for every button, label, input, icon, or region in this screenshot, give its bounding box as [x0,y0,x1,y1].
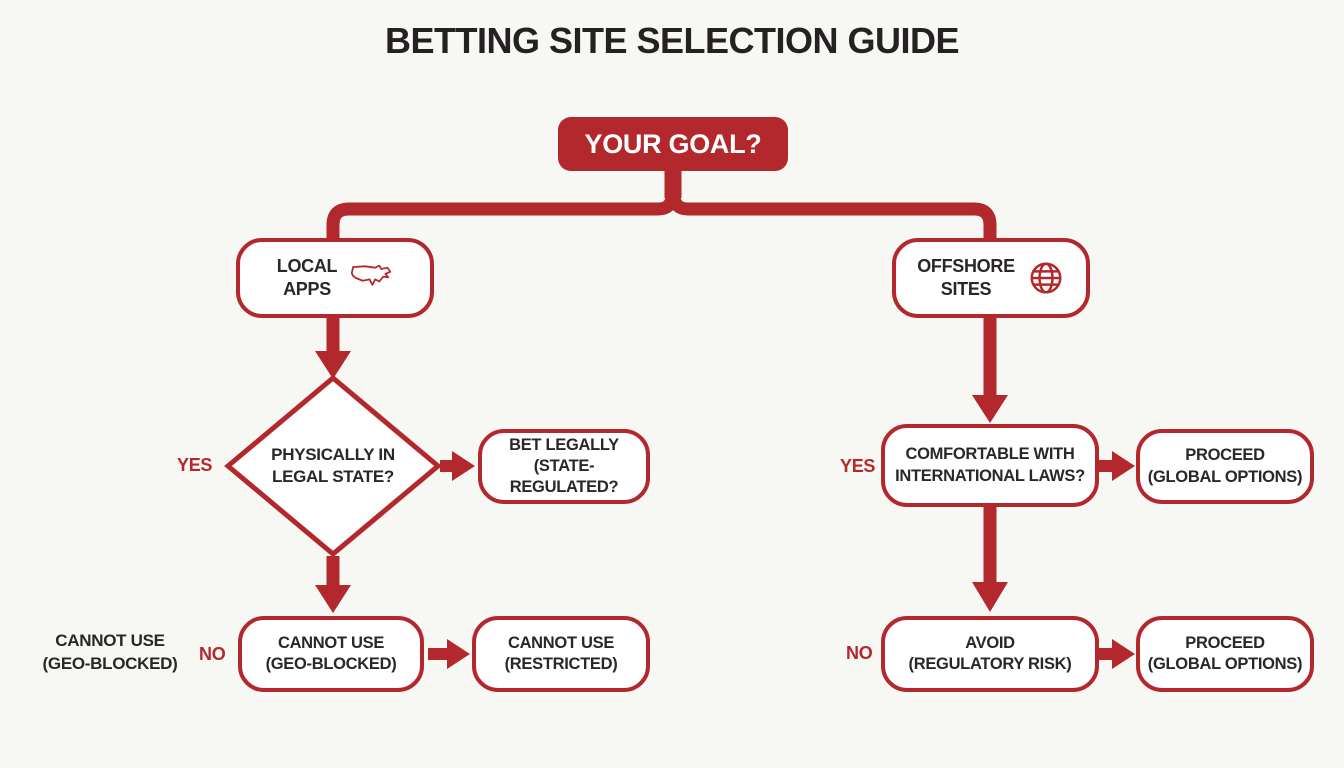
connector-split-right [667,170,997,240]
edge-label-no-left: NO [199,644,226,664]
node-avoid-regulatory-risk: AVOID (REGULATORY RISK) [881,616,1099,692]
usa-map-icon [349,263,393,293]
node-offshore-sites-line1: OFFSHORE [917,255,1015,276]
node-avoid-line2: (REGULATORY RISK) [908,655,1072,673]
node-cannot-use-restricted: CANNOT USE (RESTRICTED) [472,616,650,692]
node-bet-legally-line1: BET LEGALLY [509,435,619,454]
decision-legal-state-line2: LEGAL STATE? [271,467,394,486]
node-proceed-bottom-line1: PROCEED [1185,633,1265,652]
node-bet-legally: BET LEGALLY (STATE-REGULATED? [478,429,650,504]
node-cannot-restricted-line1: CANNOT USE [507,633,615,652]
arrowhead-local-to-decision [315,351,351,379]
decision-diamond-shape [224,374,442,558]
node-offshore-sites: OFFSHORE SITES [892,238,1090,318]
edge-label-no-right: NO [846,643,873,663]
node-cannot-geo-line1: CANNOT USE [277,633,385,652]
node-cannot-geo-line2: (GEO-BLOCKED) [265,655,397,673]
arrowhead-comfortable-to-proceed [1112,451,1135,481]
node-your-goal: YOUR GOAL? [558,117,788,171]
note-line1: CANNOT USE [55,631,165,650]
node-local-apps-line2: APPS [283,279,331,299]
node-proceed-top-line1: PROCEED [1185,446,1265,465]
page-title: BETTING SITE SELECTION GUIDE [384,20,960,61]
node-decision-legal-state: PHYSICALLY IN LEGAL STATE? [248,438,418,494]
node-proceed-bottom-line2: (GLOBAL OPTIONS) [1147,655,1303,673]
arrowhead-cannot-to-restricted [447,639,470,669]
arrowhead-offshore-to-comfortable [972,395,1008,423]
node-cannot-restricted-line2: (RESTRICTED) [504,655,618,673]
node-local-apps-line1: LOCAL [276,255,338,276]
arrowhead-avoid-to-proceed [1112,639,1135,669]
node-proceed-global-options-top: PROCEED (GLOBAL OPTIONS) [1136,429,1314,504]
node-offshore-sites-line2: SITES [940,279,992,299]
arrowhead-decision-to-cannot [315,585,351,613]
connector-split-left [326,170,679,240]
node-cannot-use-geo-blocked: CANNOT USE (GEO-BLOCKED) [238,616,424,692]
edge-label-yes-left: YES [177,455,213,475]
decision-legal-state-line1: PHYSICALLY IN [271,444,395,464]
node-proceed-top-line2: (GLOBAL OPTIONS) [1147,467,1303,486]
node-comfortable-international-laws: COMFORTABLE WITH INTERNATIONAL LAWS? [881,424,1099,507]
note-cannot-use-geo-blocked: CANNOT USE (GEO-BLOCKED) [28,630,192,676]
node-proceed-global-options-bottom: PROCEED (GLOBAL OPTIONS) [1136,616,1314,692]
node-your-goal-label: YOUR GOAL? [584,128,762,159]
arrowhead-comfortable-to-avoid [972,582,1008,612]
note-line2: (GEO-BLOCKED) [42,653,178,673]
node-local-apps: LOCAL APPS [236,238,434,318]
globe-icon [1027,259,1065,297]
node-comfortable-line2: INTERNATIONAL LAWS? [895,466,1085,485]
node-comfortable-line1: COMFORTABLE WITH [905,445,1075,464]
edge-label-yes-right: YES [840,456,876,476]
arrowhead-decision-to-bet [452,451,475,481]
node-avoid-line1: AVOID [965,633,1015,652]
node-bet-legally-line2: (STATE-REGULATED? [509,456,619,497]
